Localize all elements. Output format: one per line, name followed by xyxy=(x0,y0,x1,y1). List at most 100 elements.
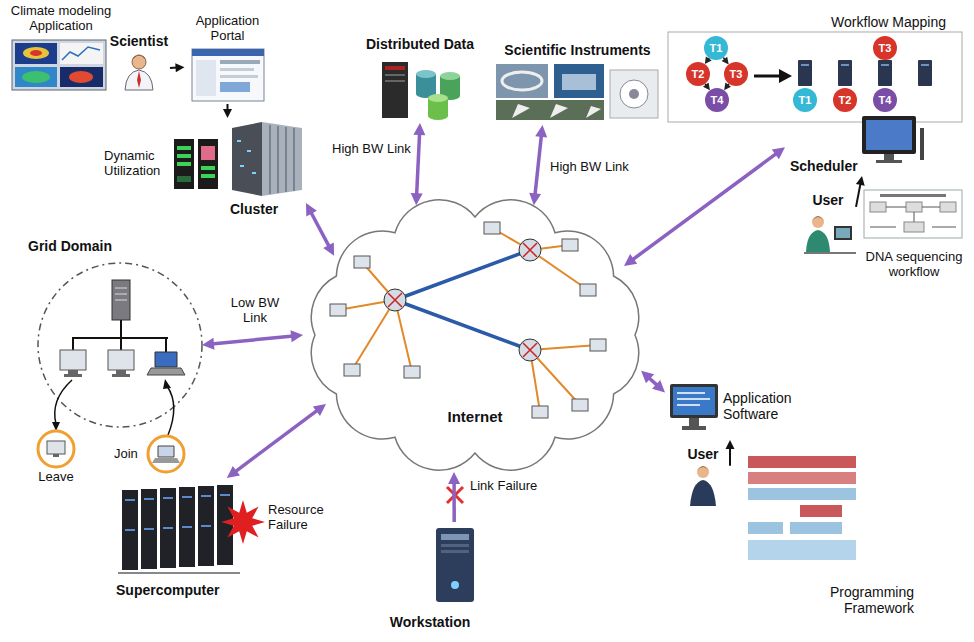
connector xyxy=(223,104,232,118)
portal-window xyxy=(192,49,264,56)
internet-cloud xyxy=(338,228,598,412)
workflow-sheet: DNA sequencing workflow xyxy=(859,188,969,282)
scheduler-computer xyxy=(876,160,902,163)
node-label: Scientist xyxy=(110,33,168,49)
instrument-photos xyxy=(562,74,596,90)
network-computers xyxy=(590,339,606,351)
node-label: DNA sequencing workflow xyxy=(862,250,966,280)
scientist-figure xyxy=(125,70,153,90)
leave-join-circles xyxy=(152,458,180,463)
climate-screenshot xyxy=(30,50,42,56)
portal-window xyxy=(220,82,250,92)
arrow-head xyxy=(624,254,637,266)
task-circle: T1 xyxy=(793,88,817,112)
arrow-head xyxy=(772,147,785,159)
network-computers xyxy=(532,406,548,418)
portal-window xyxy=(220,60,260,64)
mapping-panel: Workflow MappingT1T2T3T4T3T1T2T4 xyxy=(668,14,962,122)
routers xyxy=(519,339,541,361)
data-storage xyxy=(428,94,448,102)
framework-stack xyxy=(748,456,856,560)
instrument-photos xyxy=(496,100,604,120)
framework-stack xyxy=(748,488,856,500)
connector xyxy=(624,147,785,266)
utilization-racks xyxy=(177,162,191,166)
arrow-head xyxy=(413,123,425,135)
arrow-head xyxy=(535,125,547,138)
task-circle: T4 xyxy=(705,88,729,112)
connector-line xyxy=(452,482,456,522)
workstation-tower xyxy=(441,550,469,553)
mapping-frame xyxy=(838,60,852,86)
grid-domain: Grid Domain xyxy=(20,236,210,429)
instrument-photos xyxy=(550,104,568,118)
supercomputer-racks xyxy=(125,526,211,530)
task-label: T1 xyxy=(799,94,812,107)
software-monitor xyxy=(670,384,718,418)
cluster-racks xyxy=(232,122,302,196)
node-label: Workflow Mapping xyxy=(831,14,946,30)
arrow-head xyxy=(227,466,240,478)
connector xyxy=(529,125,547,205)
data-storage xyxy=(385,74,405,76)
workstation-tower xyxy=(441,544,469,547)
task-label: T3 xyxy=(879,42,892,55)
user-figure xyxy=(690,466,716,506)
task-label: T4 xyxy=(711,94,724,107)
utilization-racks xyxy=(201,174,215,178)
annotation: Resource Failure xyxy=(268,503,340,533)
mapping-frame xyxy=(918,60,932,86)
node-label: Workstation xyxy=(390,614,471,630)
node-label: Grid Domain xyxy=(28,238,112,254)
user-icon: User xyxy=(676,446,730,508)
grid-machines xyxy=(115,288,127,300)
portal-icon: Application Portal xyxy=(185,12,271,104)
instrument-photos xyxy=(629,89,639,99)
data-storage xyxy=(382,62,460,120)
climate-screenshot xyxy=(12,40,106,90)
arrow-head xyxy=(652,380,665,393)
mapping-frame xyxy=(801,64,929,66)
node-label: Scheduler xyxy=(790,158,858,174)
instrument-photos xyxy=(620,80,648,108)
connector-line xyxy=(535,135,542,196)
network-computers xyxy=(330,304,346,316)
scheduler-icon: Scheduler xyxy=(785,112,925,176)
routers xyxy=(523,243,537,257)
grid-machines xyxy=(116,370,126,374)
supercomputer-racks xyxy=(118,572,240,574)
edge-label: Low BW Link xyxy=(222,296,288,326)
user-figure xyxy=(812,216,824,228)
dna-workflow-sheet xyxy=(870,202,886,212)
climate-screenshot xyxy=(15,67,57,87)
connector-line xyxy=(212,336,294,344)
dna-workflow-sheet xyxy=(904,222,924,232)
node-label: Scientific Instruments xyxy=(504,42,650,58)
instrument-photos xyxy=(496,64,548,98)
cluster-racks xyxy=(252,172,256,174)
edge-label: High BW Link xyxy=(330,142,413,157)
node-label: Dynamic Utilization xyxy=(104,149,172,179)
connector xyxy=(227,404,326,478)
join-circle: Join xyxy=(112,432,186,476)
connector-line xyxy=(729,447,731,466)
connector-line xyxy=(234,410,318,473)
node-label: Climate modeling Application xyxy=(7,4,115,34)
user-figure xyxy=(697,467,709,472)
grid-machines xyxy=(68,370,78,374)
mapping-frame xyxy=(668,32,962,122)
climate-screenshot xyxy=(60,67,103,87)
connector-line xyxy=(856,183,861,207)
utilization-racks xyxy=(177,154,191,158)
grid-machines xyxy=(60,350,86,370)
data-storage xyxy=(416,70,436,78)
instrument-photos xyxy=(586,106,601,118)
leave-circle: Leave xyxy=(30,430,82,486)
cluster-racks xyxy=(232,122,262,196)
task-circle: T2 xyxy=(686,62,710,86)
dna-workflow-sheet xyxy=(870,226,896,228)
framework-stack xyxy=(800,505,842,517)
leave-join-circles xyxy=(38,431,184,472)
grid-machines xyxy=(108,350,134,370)
